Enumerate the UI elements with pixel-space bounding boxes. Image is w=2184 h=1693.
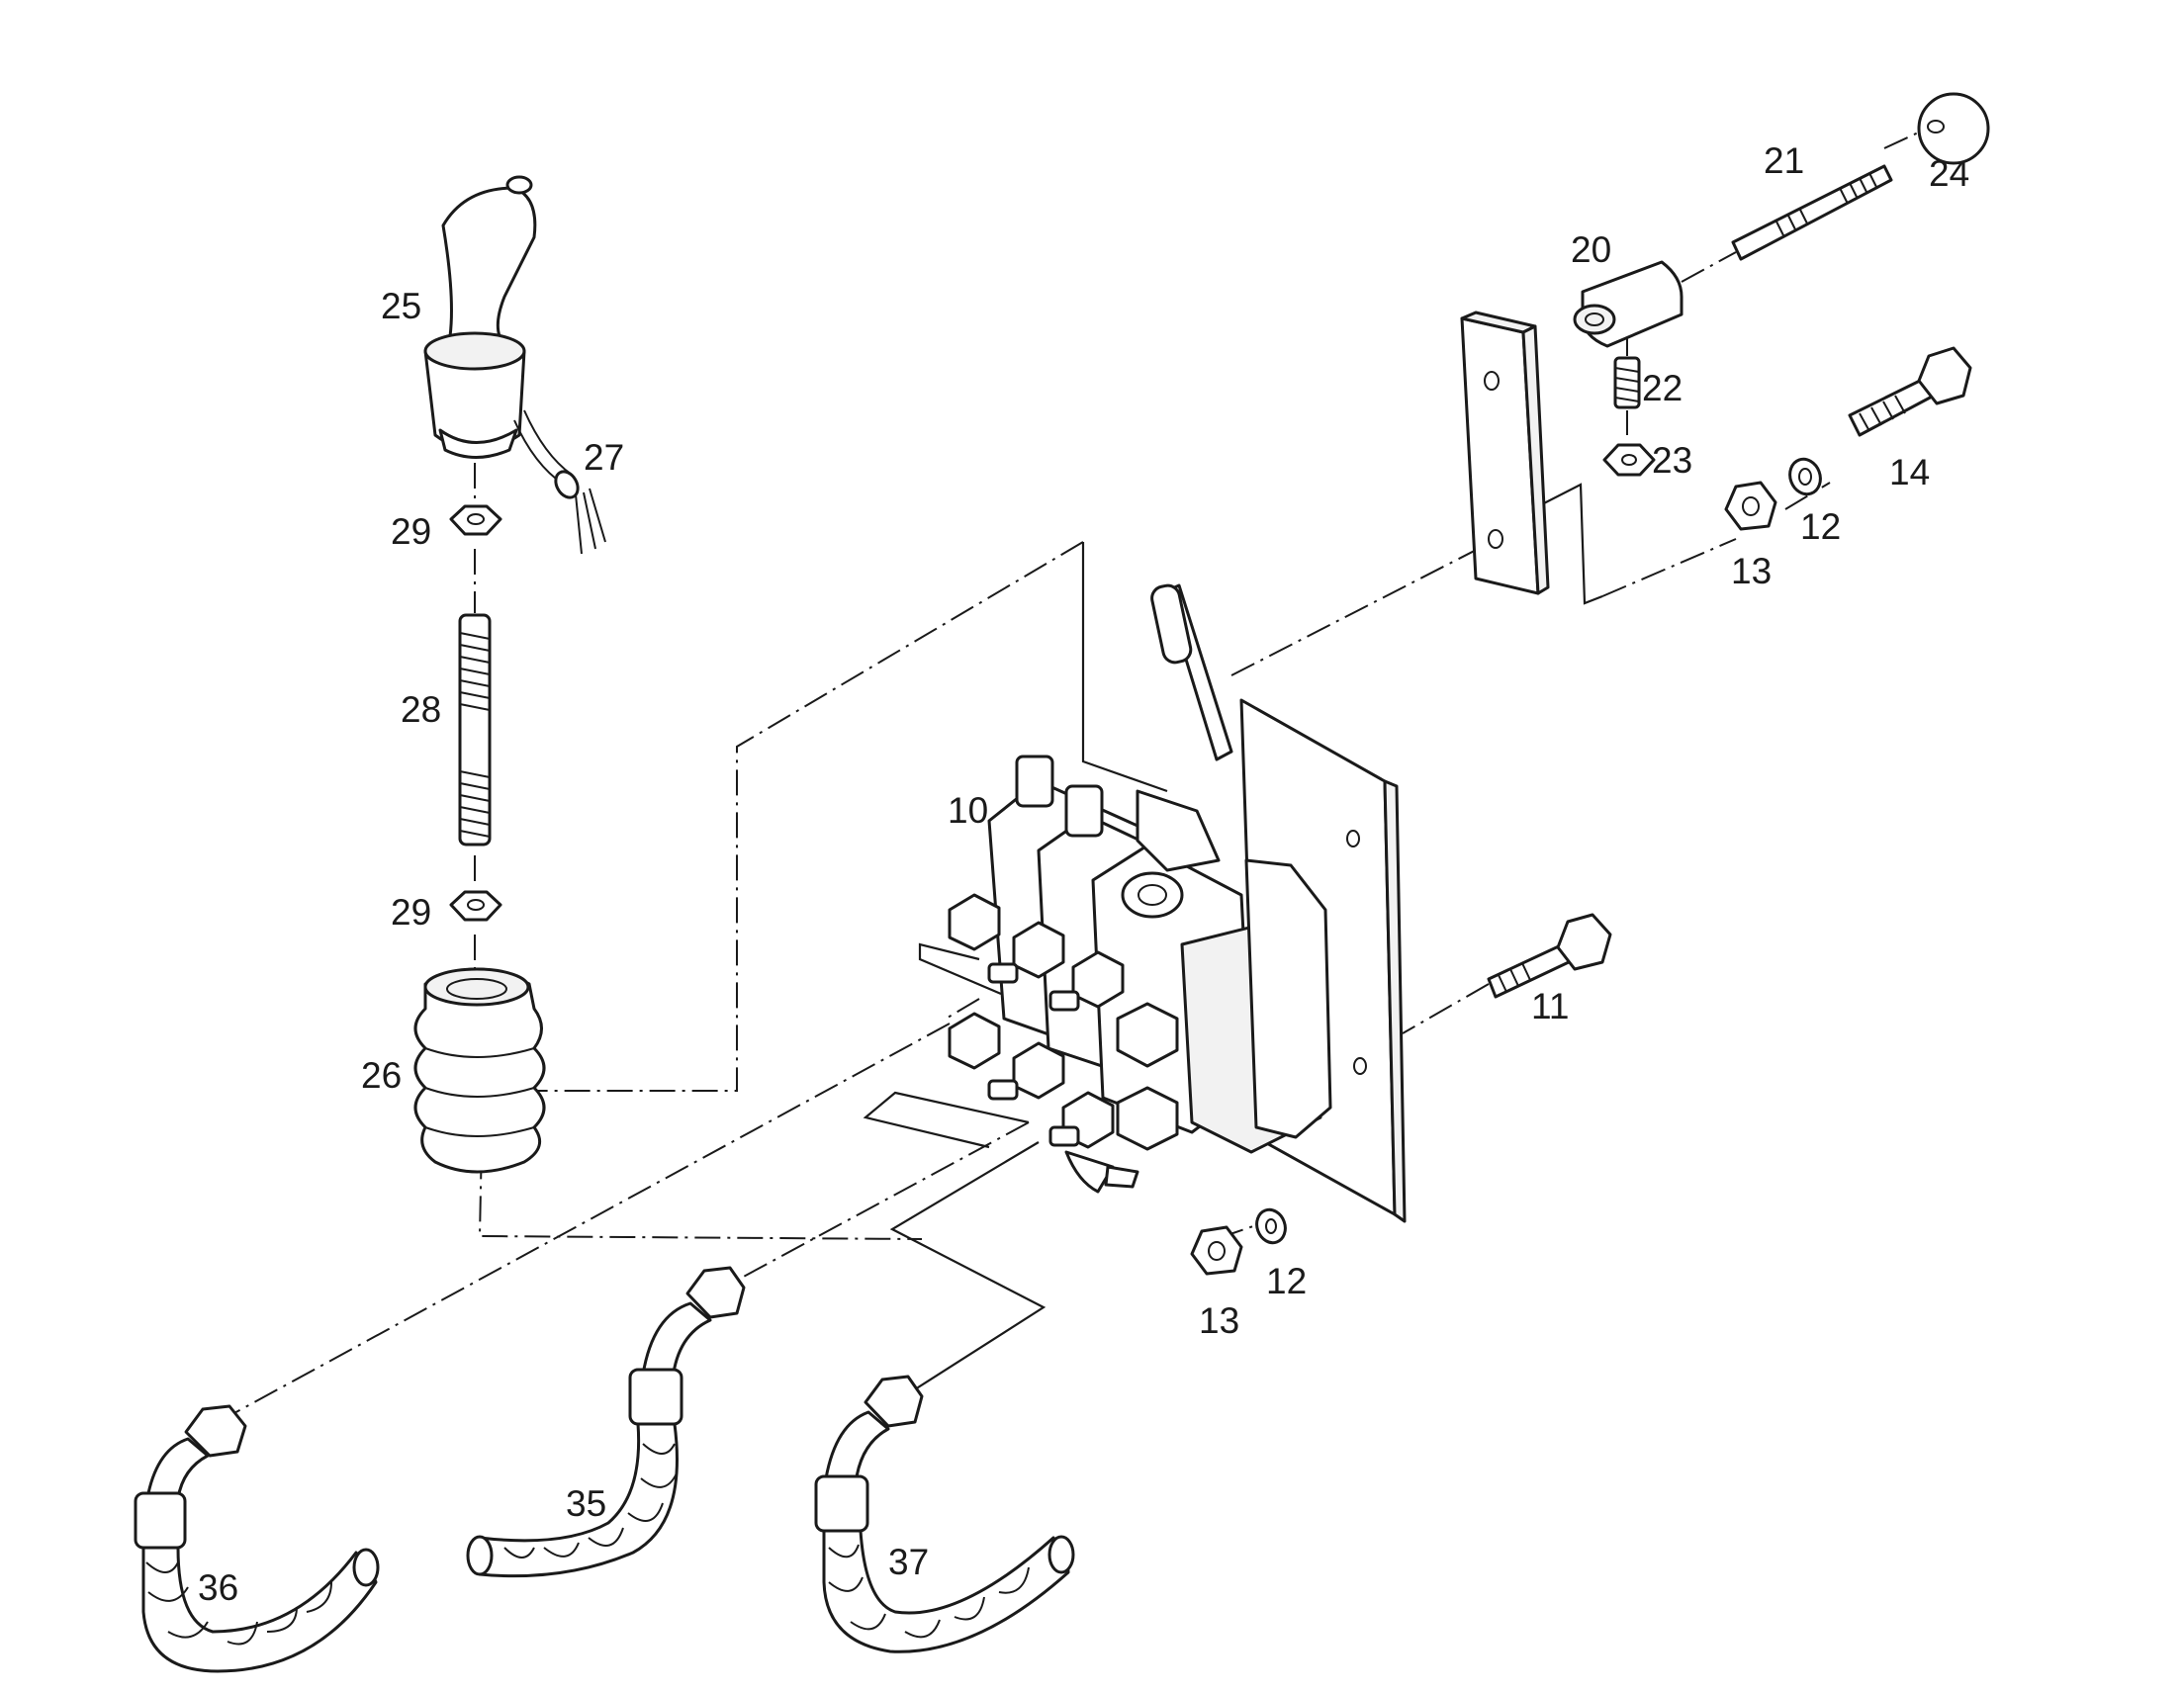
callout-36: 36 <box>198 1567 238 1608</box>
knob-adapter-20 <box>1573 260 1684 348</box>
lock-washer-12-upper <box>1788 457 1822 496</box>
callout-35: 35 <box>566 1483 606 1524</box>
ball-knob-24 <box>1917 92 1990 165</box>
callout-14: 14 <box>1889 452 1930 492</box>
callout-29-lower: 29 <box>391 892 431 933</box>
callout-26: 26 <box>361 1055 402 1096</box>
callout-25: 25 <box>381 286 421 326</box>
callout-13-lower: 13 <box>1199 1300 1239 1341</box>
hose-36 <box>134 1404 380 1673</box>
bolt-11 <box>1487 913 1612 999</box>
callout-29-upper: 29 <box>391 511 431 552</box>
rubber-boot <box>413 967 546 1174</box>
callout-labels: 10 11 12 12 13 13 14 20 21 22 23 24 25 2… <box>198 140 1969 1608</box>
nut-13-lower <box>1190 1225 1243 1276</box>
control-valve-block <box>948 583 1332 1194</box>
callout-27: 27 <box>584 437 624 478</box>
callout-20: 20 <box>1571 229 1611 270</box>
threaded-rod-21 <box>1731 164 1893 261</box>
lock-washer-12-lower <box>1255 1207 1287 1245</box>
callout-22: 22 <box>1642 368 1683 408</box>
bolt-14 <box>1848 346 1972 437</box>
nut-13-upper <box>1724 481 1777 531</box>
callout-11: 11 <box>1531 986 1569 1026</box>
nut-29-lower <box>449 890 502 922</box>
wire-harness <box>513 409 606 555</box>
valve-port-fittings <box>948 893 1179 1151</box>
nut-23 <box>1602 443 1656 477</box>
callout-21: 21 <box>1764 140 1804 181</box>
callout-23: 23 <box>1652 440 1692 481</box>
hose-35 <box>466 1266 746 1578</box>
callout-13-upper: 13 <box>1731 551 1772 591</box>
joystick-grip <box>423 175 537 459</box>
mounting-bracket <box>1460 311 1550 595</box>
threaded-rod <box>458 613 492 846</box>
nut-29-upper <box>449 504 502 536</box>
callout-10: 10 <box>948 790 988 831</box>
set-screw-22 <box>1613 356 1641 409</box>
callout-12-upper: 12 <box>1800 506 1841 547</box>
callout-24: 24 <box>1929 153 1969 194</box>
hose-37 <box>814 1375 1075 1653</box>
callout-37: 37 <box>888 1542 929 1582</box>
callout-28: 28 <box>401 689 441 730</box>
callout-12-lower: 12 <box>1266 1261 1307 1301</box>
